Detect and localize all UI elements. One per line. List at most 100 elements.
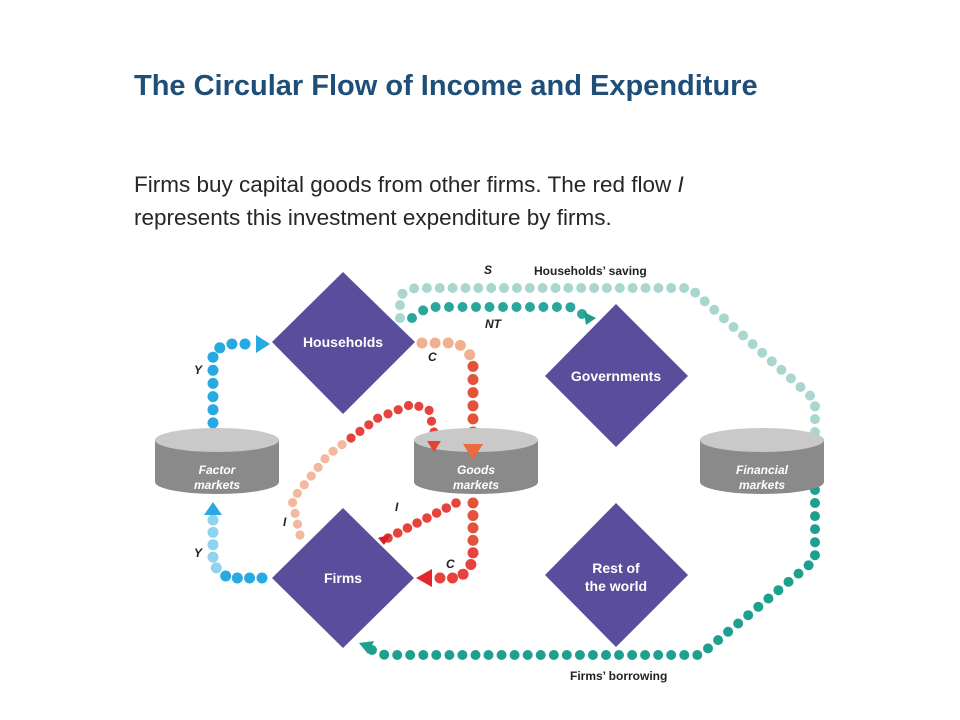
flow-label-y-bottom: Y [194,546,203,560]
firms-borrowing-dot [810,524,820,535]
income-y-to-households-dot [207,377,219,389]
flow-label-c-bottom: C [446,557,455,571]
caption-line-1-text: Firms buy capital goods from other firms… [134,172,678,197]
firms-borrowing-dot [379,649,390,660]
saving-s-dot [460,283,471,293]
caption-variable-i: I [677,172,684,197]
firms-borrowing-dot [810,550,820,561]
firms-borrowing-dot [810,498,820,508]
firms-borrowing-dot [793,568,804,579]
firms-borrowing-dot [753,601,764,612]
households-node [272,272,415,414]
income-y-from-firms-dot [207,539,219,551]
net-taxes-nt-dot [457,302,468,312]
firms-borrowing-dot [470,650,481,660]
income-y-to-households-dot [207,404,219,416]
firms-borrowing-dot [431,650,442,660]
factor-markets-label-line-1: Factor [199,463,237,477]
governments-node [545,304,688,447]
firms-borrowing-dot [614,650,624,660]
y-up-arrowhead [204,502,222,515]
saving-s-dot [447,283,458,293]
net-taxes-nt-dot [471,302,481,312]
c-to-firms-arrowhead [416,569,432,587]
flow-label-households-saving: Households’ saving [534,264,647,278]
investment-i-to-firms-dot [412,518,422,528]
income-y-to-households-dot [207,391,219,403]
saving-s-dot [640,283,651,293]
net-taxes-nt-dot [498,302,508,312]
saving-s-dot [679,283,690,293]
financial-markets-label-line-2: markets [739,478,785,492]
firms-borrowing-dot [601,650,611,660]
saving-s-dot [810,414,820,425]
saving-s-dot [738,330,749,341]
flow-dots-layer [207,283,820,660]
saving-s-dot [473,283,484,293]
investment-i-left-arc-dot [337,440,347,450]
investment-i-to-firms-dot [392,528,403,538]
firms-borrowing-dot [783,576,794,587]
investment-i-left-arc-dot [346,433,356,443]
investment-i-left-arc-dot [320,454,330,464]
firms-borrowing-dot [483,650,494,660]
saving-s-dot [757,347,768,358]
saving-s-dot [785,373,796,384]
saving-s-dot [511,283,522,293]
net-taxes-nt-dot [565,302,576,313]
investment-i-to-firms-dot [441,503,452,513]
firms-node [272,508,414,648]
saving-s-dot [795,382,806,392]
slide-caption: Firms buy capital goods from other firms… [134,168,894,234]
slide-title: The Circular Flow of Income and Expendit… [134,70,758,102]
firms-borrowing-dot [666,650,677,660]
factor-markets-cylinder [155,428,279,494]
saving-s-dot [627,283,638,293]
investment-i-to-firms-dot [402,523,413,533]
investment-i-left-arc-dot [393,405,403,415]
saving-s-dot [601,283,612,293]
consumption-c-to-firms-dot [447,572,458,584]
consumption-c-to-goods-dot [467,387,479,399]
income-y-from-firms-dot [256,572,268,584]
firms-borrowing-dot [703,643,713,654]
saving-s-dot [747,339,758,350]
flow-label-nt: NT [485,317,503,331]
investment-i-left-arc-dot [288,497,298,508]
caption-line-1: Firms buy capital goods from other firms… [134,168,894,201]
firms-borrowing-dot [713,635,724,646]
firms-borrowing-dot [548,650,559,660]
income-y-to-households-dot [226,338,238,350]
income-y-from-firms-dot [207,551,219,563]
income-y-from-firms-dot [210,562,222,574]
investment-i-left-arc-dot [383,409,393,419]
firms-borrowing-dot [773,585,784,596]
flow-label-i-right: I [395,500,399,514]
flow-arrowheads [204,312,596,654]
financial-markets-cylinder [700,428,824,494]
net-taxes-nt-dot [444,302,454,312]
saving-s-dot [409,283,420,294]
consumption-c-to-goods-dot [464,349,476,361]
rest-of-world-node [545,503,688,647]
firms-borrowing-dot [457,650,468,660]
consumption-c-to-firms-dot [467,497,479,509]
firms-borrowing-dot [723,626,734,637]
households-label: Households [303,334,383,350]
i-to-goods-arrowhead [427,441,441,452]
nt-to-governments-arrowhead [584,312,596,325]
firms-borrowing-dot [418,650,429,660]
goods-markets-label-line-1: Goods [457,463,495,477]
flow-label-y-top: Y [194,363,203,377]
goods-markets-label-line-2: markets [453,478,499,492]
firms-borrowing-dot [392,650,403,660]
consumption-c-to-goods-dot [467,400,479,412]
net-taxes-nt-dot [407,313,417,323]
investment-i-left-arc-dot [306,471,316,481]
investment-i-left-arc-dot [403,400,414,411]
consumption-c-to-goods-dot [442,337,454,349]
caption-line-2: represents this investment expenditure b… [134,205,612,230]
saving-s-dot [709,304,720,315]
investment-i-left-arc-dot [355,426,365,436]
